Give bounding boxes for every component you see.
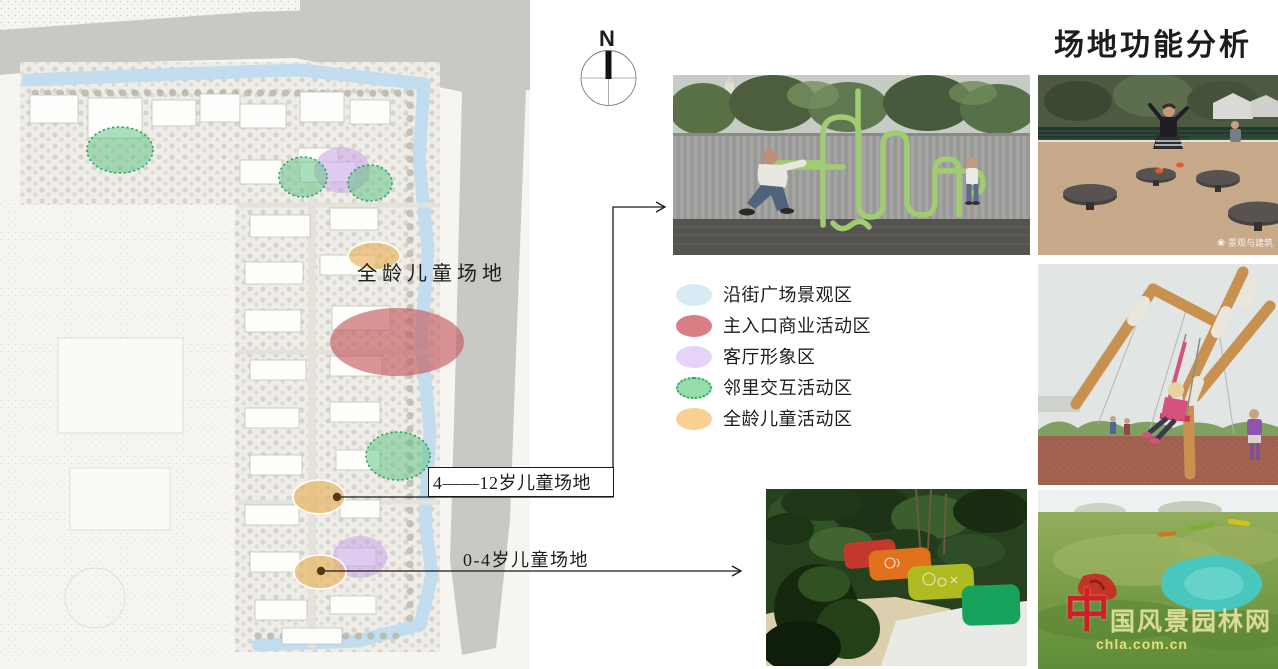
legend-item-living-room-image: 客厅形象区 bbox=[676, 346, 871, 368]
photo5-watermark: 中 国风景园林网 bbox=[1064, 586, 1273, 637]
legend-item-label: 沿街广场景观区 bbox=[723, 285, 853, 305]
legend-item-neighborhood-interaction: 邻里交互活动区 bbox=[676, 377, 871, 399]
photo-spinning-disc-steppers: ◉ 景观与建筑 bbox=[1038, 75, 1278, 255]
plan-label-age-0-4: 0-4岁儿童场地 bbox=[463, 550, 589, 570]
site-plan-drawing bbox=[0, 0, 530, 669]
page-title: 场地功能分析 bbox=[1054, 29, 1252, 62]
purple-child-figure bbox=[1247, 409, 1262, 460]
chla-logo-icon: 中 bbox=[1064, 586, 1110, 637]
legend-item-main-entrance-commercial: 主入口商业活动区 bbox=[676, 315, 871, 337]
street-plaza-swatch bbox=[676, 284, 712, 306]
curved-walls bbox=[843, 539, 1021, 626]
legend-item-street-plaza: 沿街广场景观区 bbox=[676, 284, 871, 306]
legend-item-label: 全龄儿童活动区 bbox=[723, 409, 853, 429]
swing-girl-figure bbox=[1142, 333, 1201, 444]
girl-figure bbox=[1148, 103, 1189, 174]
photo-timber-pole-swing-structure bbox=[1038, 264, 1278, 485]
legend: 沿街广场景观区 主入口商业活动区 客厅形象区 邻里交互活动区 全龄儿童活动区 bbox=[676, 284, 871, 439]
background-children-figures bbox=[1110, 416, 1130, 435]
living-room-image-swatch bbox=[676, 346, 712, 368]
plan-label-all-ages: 全龄儿童场地 bbox=[357, 263, 507, 285]
disc-platforms bbox=[1063, 167, 1278, 231]
north-label: N bbox=[599, 26, 615, 51]
legend-item-label: 客厅形象区 bbox=[723, 347, 816, 367]
legend-item-label: 邻里交互活动区 bbox=[723, 378, 853, 398]
foreground-bush bbox=[766, 489, 880, 666]
neighborhood-interaction-swatch bbox=[676, 377, 712, 399]
legend-item-label: 主入口商业活动区 bbox=[723, 316, 871, 336]
seated-person-figure bbox=[1230, 121, 1241, 142]
all-ages-children-swatch bbox=[676, 408, 712, 430]
man-figure bbox=[739, 149, 807, 216]
north-arrow-icon bbox=[580, 50, 637, 106]
arrowhead-to-photo1 bbox=[655, 201, 667, 213]
photo-grass-mound-slides: 中 国风景园林网 chla.com.cn bbox=[1038, 490, 1278, 669]
photo5-watermark-url: chla.com.cn bbox=[1096, 636, 1188, 652]
photo-green-pipe-play-sculpture bbox=[673, 75, 1030, 255]
photo-colorful-curved-play-walls bbox=[766, 489, 1027, 666]
photo2-watermark: ◉ 景观与建筑 bbox=[1217, 237, 1273, 248]
main-entrance-commercial-swatch bbox=[676, 315, 712, 337]
legend-item-all-ages-children: 全龄儿童活动区 bbox=[676, 408, 871, 430]
camera-logo-icon: ◉ bbox=[1217, 237, 1225, 247]
plan-label-age-4-12: 4——12岁儿童场地 bbox=[428, 467, 614, 497]
arrowhead-to-photo4 bbox=[731, 565, 743, 577]
red-slide-feature bbox=[1077, 573, 1117, 601]
boy-figure bbox=[965, 157, 980, 205]
